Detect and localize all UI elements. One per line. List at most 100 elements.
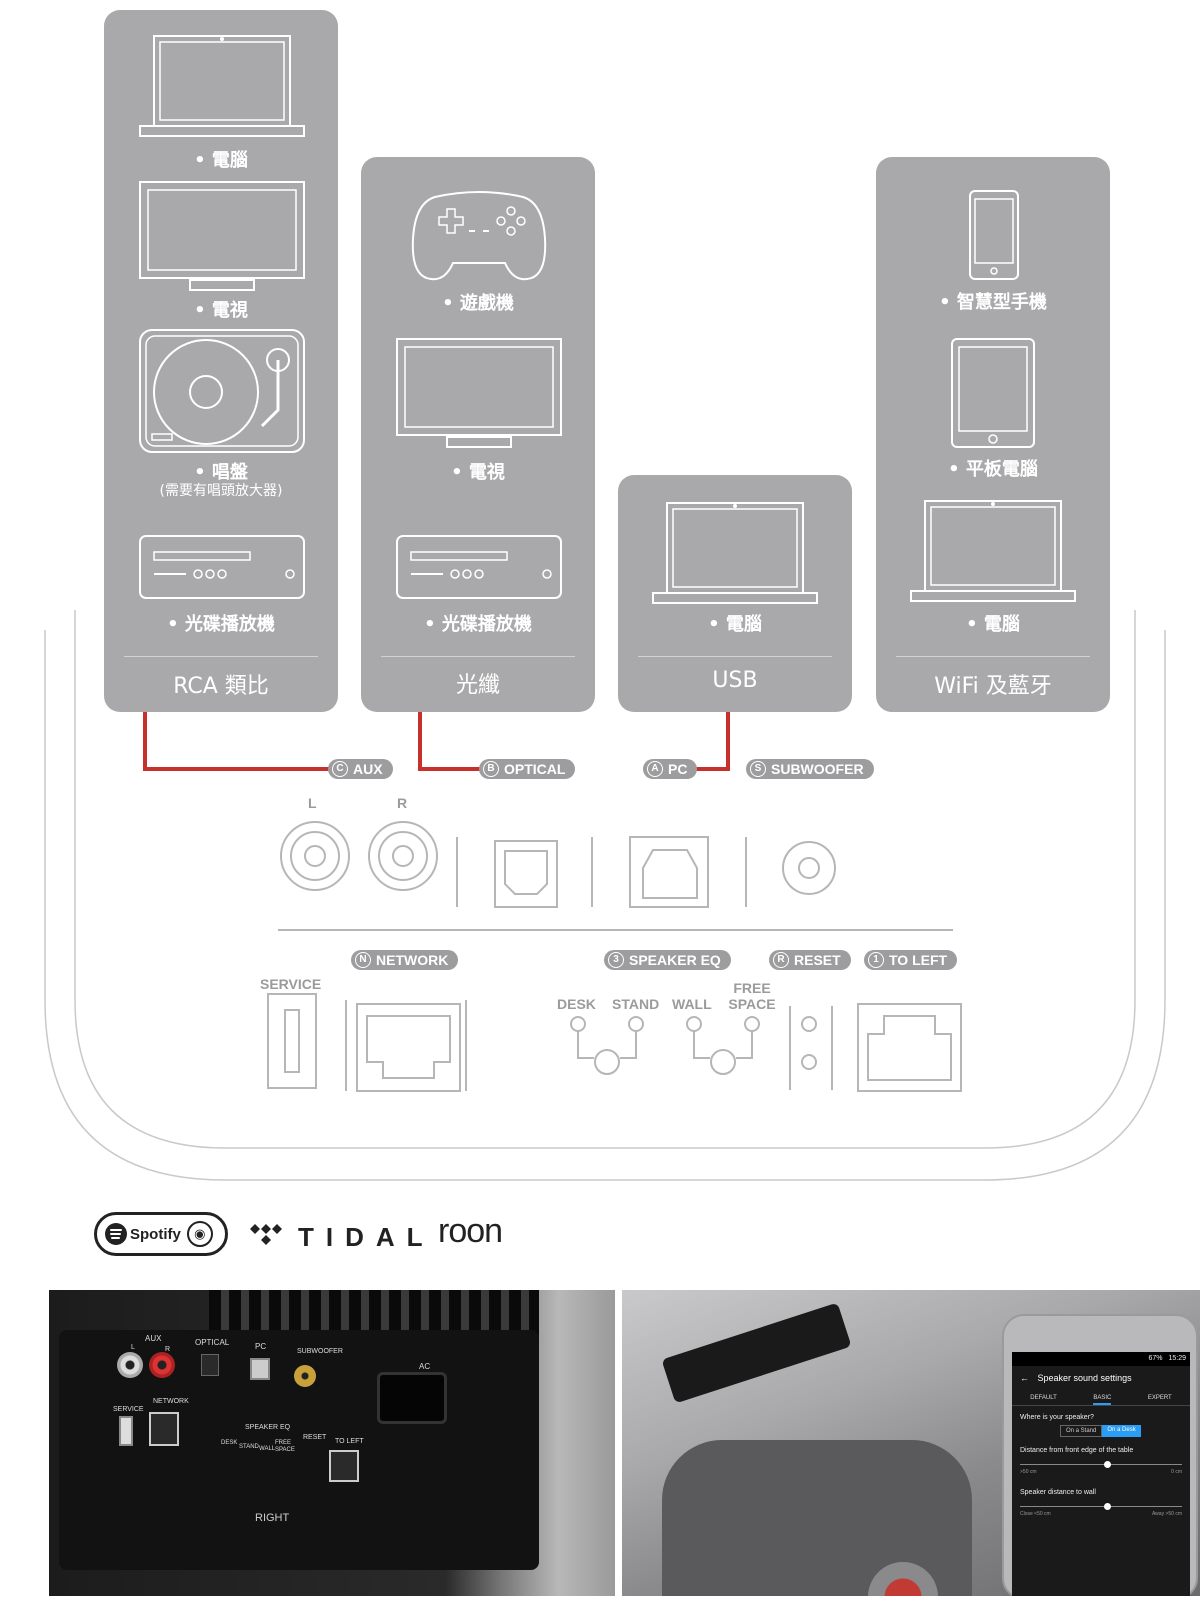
- q-distance-edge: Distance from front edge of the table: [1020, 1447, 1134, 1454]
- gamepad-icon: [411, 191, 547, 281]
- photo-label-speaker-eq: SPEAKER EQ: [245, 1424, 291, 1431]
- slider-min-label: Close <50 cm: [1020, 1511, 1051, 1517]
- card-title-optical: 光纖: [455, 673, 500, 698]
- eq-wall-label: WALL: [672, 996, 712, 1012]
- photo-label-optical: OPTICAL: [195, 1338, 230, 1347]
- card-divider: [638, 656, 832, 657]
- port-label: PC: [668, 761, 688, 777]
- tab-default[interactable]: DEFAULT: [1030, 1395, 1057, 1401]
- laptop-icon: [652, 502, 818, 604]
- wall-slider-labels: Close <50 cm Away >50 cm: [1012, 1507, 1190, 1521]
- photo-label-pc: PC: [255, 1342, 267, 1351]
- phone-screen: 67% 15:29 ← Speaker sound settings DEFAU…: [1012, 1352, 1190, 1596]
- photo-label-stand: STAND: [239, 1444, 259, 1450]
- card-divider: [381, 656, 575, 657]
- speaker-top-photo: 67% 15:29 ← Speaker sound settings DEFAU…: [622, 1290, 1200, 1596]
- option-on-desk[interactable]: On a Desk: [1102, 1425, 1141, 1437]
- port-letter: S: [750, 761, 766, 777]
- port-label: RESET: [794, 952, 841, 968]
- port-label: NETWORK: [376, 952, 449, 968]
- port-label: AUX: [353, 761, 383, 777]
- smartphone: 67% 15:29 ← Speaker sound settings DEFAU…: [1002, 1314, 1198, 1596]
- rca-right-jack: [368, 821, 438, 891]
- port-letter: C: [332, 761, 348, 777]
- card-divider: [124, 656, 318, 657]
- tidal-wordmark: TIDAL: [298, 1222, 435, 1252]
- photo-rca-white: [117, 1352, 143, 1378]
- phone-tabs: DEFAULT BASIC EXPERT: [1012, 1390, 1190, 1406]
- turntable-icon: [139, 329, 305, 453]
- photo-label-ac: AC: [419, 1362, 431, 1371]
- slider-thumb[interactable]: [1104, 1503, 1111, 1510]
- photo-network: [149, 1412, 179, 1446]
- option-on-stand[interactable]: On a Stand: [1060, 1425, 1103, 1437]
- laptop-icon: [910, 500, 1076, 602]
- distance-slider[interactable]: [1020, 1461, 1182, 1468]
- tab-basic[interactable]: BASIC: [1093, 1390, 1112, 1405]
- tablet-icon: [951, 338, 1035, 448]
- pc-cable: [696, 712, 730, 771]
- photo-label-rca-l: L: [131, 1344, 135, 1351]
- port-pill-network: N NETWORK: [351, 950, 459, 970]
- distance-slider-labels: >50 cm 0 cm: [1012, 1465, 1190, 1479]
- port-pill-reset: R RESET: [769, 950, 851, 970]
- card-title-wifi: WiFi 及藍牙: [934, 674, 1052, 699]
- rca-right-label: R: [397, 795, 408, 811]
- photo-label-desk: DESK: [221, 1440, 238, 1446]
- photo-label-service: SERVICE: [113, 1406, 144, 1413]
- device-label: • 光碟播放機: [167, 614, 275, 635]
- reset-button: [789, 1006, 833, 1090]
- device-label: • 光碟播放機: [424, 614, 532, 635]
- device-label: • 電腦: [966, 614, 1020, 635]
- device-label: • 唱盤: [194, 462, 248, 483]
- phone-app-title: ← Speaker sound settings: [1012, 1366, 1190, 1390]
- speaker-rear-photo: AUX OPTICAL PC SUBWOOFER AC NETWORK SPEA…: [49, 1290, 615, 1596]
- spotify-icon: [105, 1223, 127, 1245]
- speaker-eq-switches: [570, 1016, 760, 1075]
- cd-player-icon: [396, 535, 562, 599]
- photo-subwoofer: [294, 1365, 316, 1387]
- port-label: OPTICAL: [504, 761, 566, 777]
- laptop-icon: [139, 35, 305, 137]
- wall-slider[interactable]: [1020, 1503, 1182, 1510]
- roon-wordmark: roon: [438, 1212, 503, 1250]
- port-letter: 3: [608, 952, 624, 968]
- slider-thumb[interactable]: [1104, 1461, 1111, 1468]
- settings-title: Speaker sound settings: [1037, 1373, 1132, 1383]
- device-label: • 電視: [451, 462, 505, 483]
- usb-b-port: [629, 836, 709, 908]
- to-left-port: [857, 1003, 962, 1092]
- phone-time: 15:29: [1168, 1355, 1186, 1362]
- q-distance-wall: Speaker distance to wall: [1020, 1489, 1096, 1496]
- spotify-wordmark: Spotify: [130, 1225, 181, 1243]
- device-label: • 電腦: [194, 150, 248, 171]
- photo-label-free-space: FREE SPACE: [275, 1440, 295, 1453]
- location-toggle: On a Stand On a Desk: [1060, 1425, 1190, 1437]
- port-label: SPEAKER EQ: [629, 952, 721, 968]
- port-letter: A: [647, 761, 663, 777]
- port-label: TO LEFT: [889, 952, 948, 968]
- device-label: • 平板電腦: [948, 459, 1038, 480]
- photo-rca-red: [149, 1352, 175, 1378]
- device-label: • 電視: [194, 300, 248, 321]
- rca-analog-card: • 電腦 • 電視 • 唱盤 (需要有唱頭放大器) • 光碟播放機 RCA 類比: [104, 10, 338, 712]
- spotify-connect-logo: Spotify ◉: [94, 1212, 228, 1256]
- port-pill-speaker-eq: 3 SPEAKER EQ: [604, 950, 731, 970]
- optical-cable: [418, 712, 481, 771]
- usb-card: • 電腦 USB: [618, 475, 852, 712]
- tv-icon: [396, 338, 562, 448]
- tab-expert[interactable]: EXPERT: [1147, 1395, 1172, 1401]
- port-letter: R: [773, 952, 789, 968]
- service-usb-port: [267, 993, 317, 1089]
- rca-left-jack: [280, 821, 350, 891]
- wifi-bluetooth-card: • 智慧型手機 • 平板電腦 • 電腦 WiFi 及藍牙: [876, 157, 1110, 712]
- photo-ac-socket: [377, 1372, 447, 1424]
- phone-battery: 67%: [1148, 1355, 1163, 1362]
- port-pill-aux: C AUX: [328, 759, 393, 779]
- optical-port: [494, 840, 558, 908]
- smartphone-icon: [969, 190, 1019, 280]
- back-arrow-icon[interactable]: ←: [1020, 1373, 1029, 1383]
- photo-usb-b: [250, 1358, 270, 1380]
- eq-free-space-label: FREE SPACE: [728, 980, 776, 1012]
